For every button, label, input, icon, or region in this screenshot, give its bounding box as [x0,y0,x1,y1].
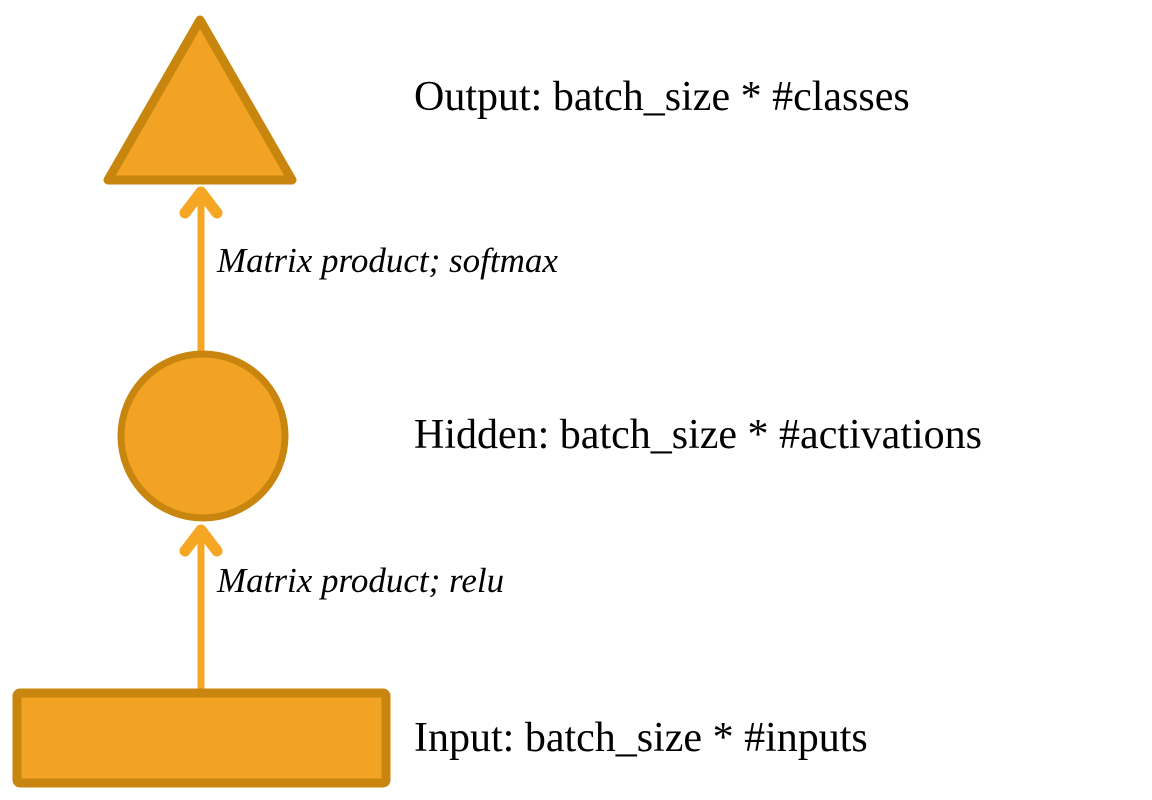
node-input-rectangle[interactable] [12,688,391,788]
edge-input-to-hidden-label: Matrix product; relu [217,561,505,600]
edge-hidden-to-output-label: Matrix product; softmax [217,241,558,280]
edge-hidden-to-output-arrow[interactable] [179,186,223,355]
node-hidden-circle[interactable] [117,350,289,522]
node-output-triangle[interactable] [103,15,297,185]
node-hidden-label: Hidden: batch_size * #activations [414,412,983,458]
node-output-label: Output: batch_size * #classes [414,74,910,120]
node-input-label: Input: batch_size * #inputs [414,715,868,761]
edge-input-to-hidden-arrow[interactable] [179,524,223,691]
